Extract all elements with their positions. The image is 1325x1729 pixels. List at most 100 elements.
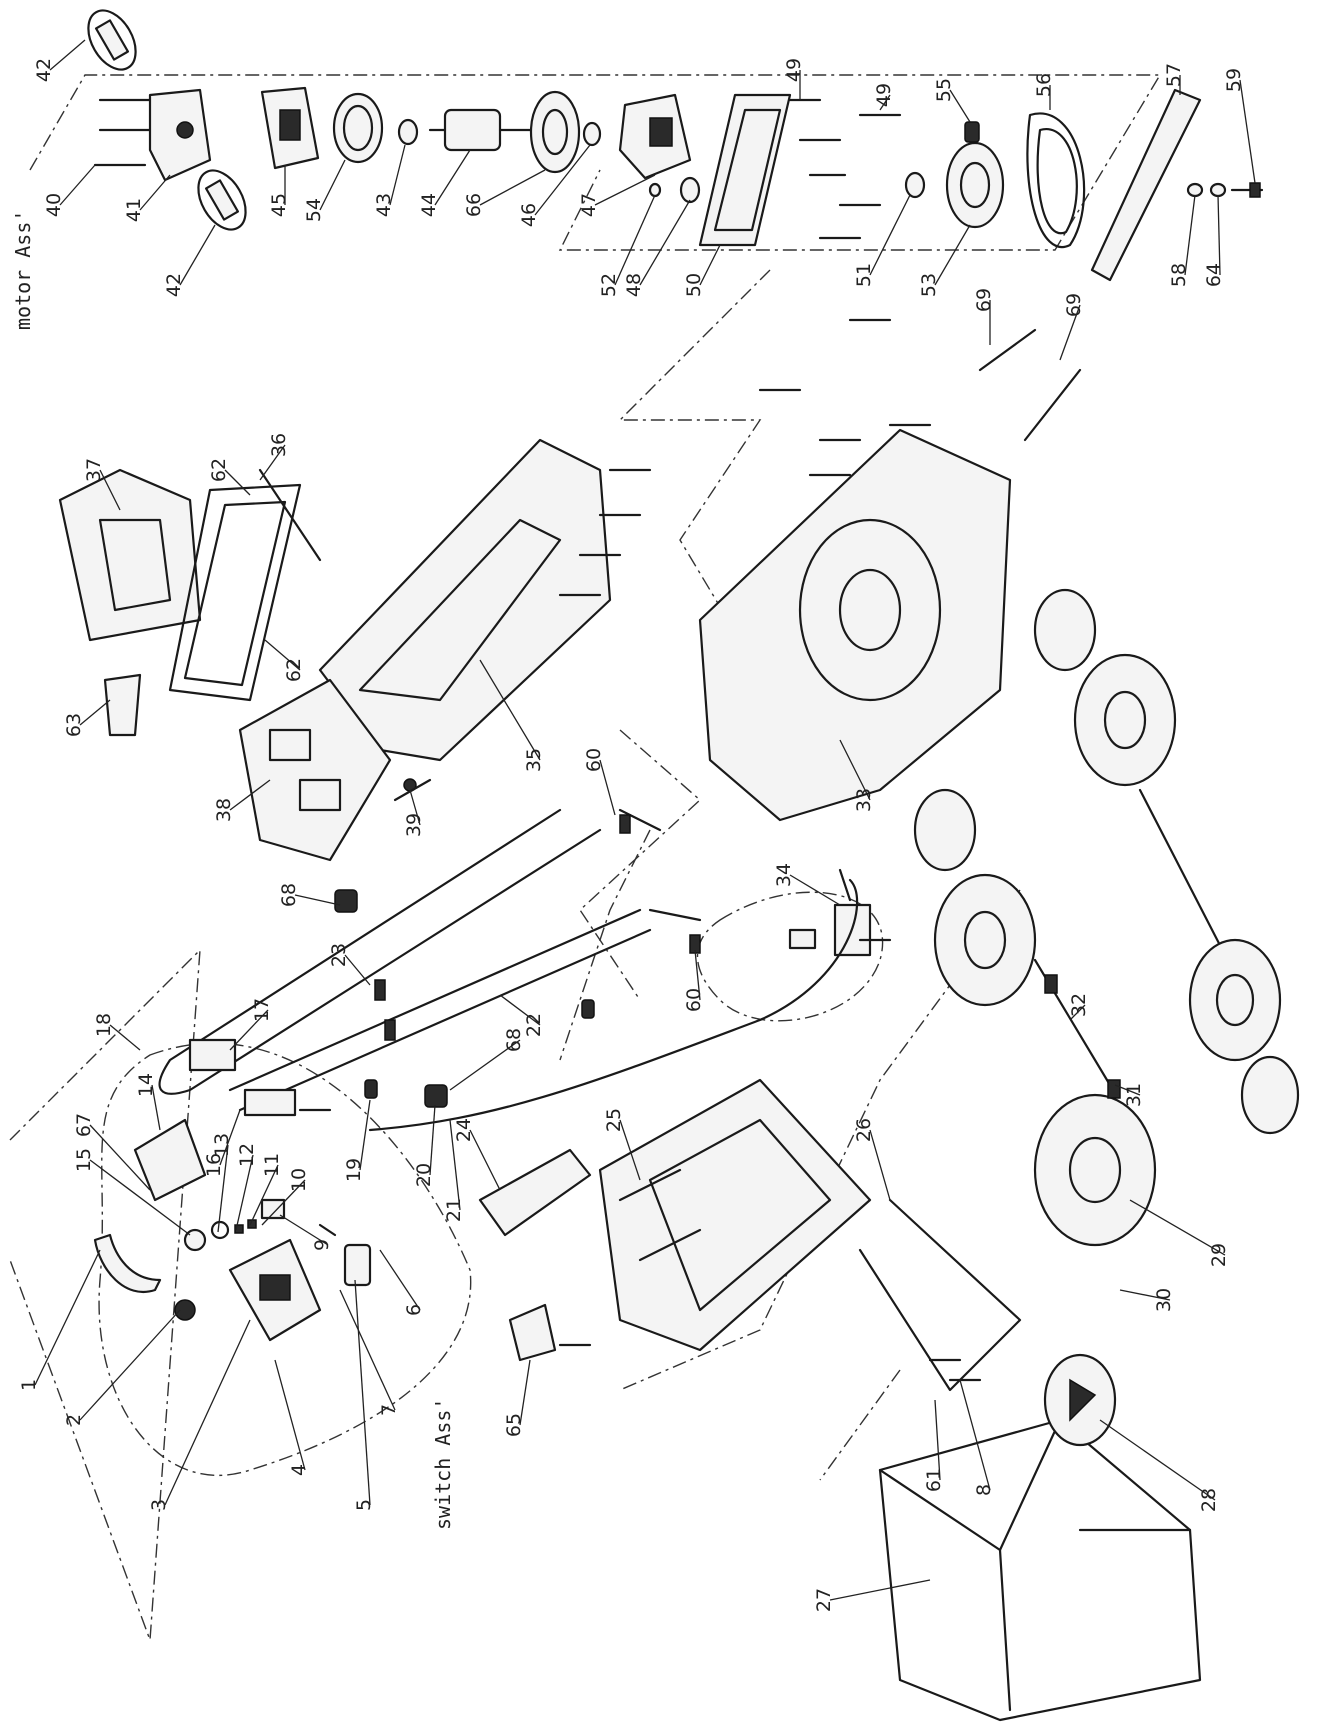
callout-label-3: 3 (148, 1499, 170, 1511)
callout-label-69: 69 (1063, 293, 1085, 317)
motor-assembly-outline (29, 74, 1162, 251)
callout-leader-62 (264, 639, 301, 671)
callout-label-58: 58 (1168, 263, 1190, 287)
callout-label-53: 53 (918, 273, 940, 297)
callout-leader-28 (1099, 1419, 1216, 1501)
callout-label-51: 51 (853, 263, 875, 287)
callout-leader-53 (934, 224, 971, 286)
part-69-rods (978, 328, 1082, 442)
callout-label-41: 41 (123, 198, 145, 222)
part-22-lower-handle (228, 908, 702, 1112)
motor-part-58-64-washers (1186, 182, 1227, 198)
motor-part-45-housing (260, 86, 320, 170)
part-hubcap-rear-right (1033, 588, 1097, 672)
callout-label-67: 67 (73, 1113, 95, 1137)
part-27-grass-bag (878, 1418, 1202, 1722)
part-36-62-handle-frame (168, 468, 322, 702)
motor-part-44-armature (428, 108, 532, 152)
part-65-clip (508, 1303, 557, 1362)
callout-label-61: 61 (923, 1468, 945, 1492)
part-37-handle-cover (58, 468, 202, 642)
callout-label-11: 11 (261, 1153, 283, 1177)
motor-part-40-screws (93, 98, 152, 167)
callout-leader-18 (109, 1024, 141, 1051)
callout-label-34: 34 (773, 863, 795, 887)
callout-leader-15 (89, 1159, 191, 1236)
callout-label-49: 49 (783, 58, 805, 82)
callout-label-48: 48 (623, 273, 645, 297)
part-35-rear-cover (318, 438, 612, 762)
callout-leader-49 (879, 94, 891, 111)
callout-leader-14 (151, 1084, 161, 1131)
callout-label-5: 5 (353, 1499, 375, 1511)
callout-label-63: 63 (63, 713, 85, 737)
callout-label-39: 39 (403, 813, 425, 837)
callout-label-54: 54 (303, 198, 325, 222)
callout-leader-47 (594, 174, 656, 206)
callout-leader-48 (639, 199, 691, 286)
callout-label-62: 62 (208, 458, 230, 482)
part-20-knobs (334, 889, 448, 1108)
motor-part-66-fan (529, 90, 581, 174)
motor-part-51-bearing (904, 171, 926, 199)
motor-part-43-bearing (397, 118, 419, 146)
switch-assembly-outline (9, 948, 472, 1641)
callout-leader-42 (49, 39, 86, 71)
callout-label-55: 55 (933, 78, 955, 102)
callout-leader-41 (139, 174, 171, 211)
callout-leader-8 (959, 1379, 991, 1491)
callout-label-62: 62 (283, 658, 305, 682)
callout-label-24: 24 (453, 1118, 475, 1142)
callout-label-6: 6 (403, 1304, 425, 1316)
switch-assembly-label: switch Ass' (431, 1398, 455, 1530)
callout-leader-63 (79, 699, 111, 726)
callout-leader-24 (469, 1129, 501, 1191)
part-wheel-front-left (933, 873, 1037, 1007)
callout-leader-43 (389, 144, 406, 206)
callout-label-13: 13 (211, 1133, 233, 1157)
callout-label-68: 68 (503, 1028, 525, 1052)
callout-label-40: 40 (43, 193, 65, 217)
callout-label-66: 66 (463, 193, 485, 217)
part-25-grass-box-top (598, 1078, 872, 1352)
part-61-8-screws (928, 1358, 982, 1382)
motor-part-59-bolt (1230, 182, 1264, 198)
part-33-deck (698, 428, 1012, 822)
callout-label-44: 44 (418, 193, 440, 217)
callout-leader-27 (829, 1579, 931, 1601)
callout-label-25: 25 (603, 1108, 625, 1132)
callout-label-45: 45 (268, 193, 290, 217)
motor-part-54-ring (332, 92, 384, 164)
callout-leader-16 (219, 1109, 241, 1166)
callout-label-60: 60 (583, 748, 605, 772)
part-6-cable (368, 878, 859, 1132)
motor-part-42-brush-top (87, 9, 137, 71)
part-8-harness-connector (788, 868, 852, 950)
callout-label-57: 57 (1163, 63, 1185, 87)
part-17-16-handle-clips (188, 1038, 297, 1117)
switch-part-3-switch-box (228, 1238, 322, 1342)
callout-label-26: 26 (853, 1118, 875, 1142)
callout-leader-6 (379, 1249, 421, 1311)
callout-label-49: 49 (873, 83, 895, 107)
callout-leader-38 (229, 779, 271, 811)
callout-label-38: 38 (213, 798, 235, 822)
callout-leader-1 (34, 1249, 101, 1386)
callout-leader-25 (619, 1119, 641, 1181)
part-63-clip (103, 673, 142, 737)
callout-leader-50 (699, 244, 721, 286)
part-18-upper-handle (158, 808, 662, 1095)
switch-part-1-handle-grip (93, 1233, 162, 1293)
part-31-bushings (1044, 974, 1121, 1099)
harness-outline (696, 891, 884, 1022)
callout-leader-65 (519, 1359, 531, 1426)
callout-leader-36 (259, 444, 286, 481)
callout-leader-5 (354, 1279, 371, 1506)
part-29-wheel (1033, 1093, 1157, 1247)
callout-label-64: 64 (1203, 263, 1225, 287)
callout-leader-60 (599, 759, 616, 816)
part-wheel-far-right (1188, 938, 1282, 1062)
callout-leader-55 (949, 89, 971, 123)
callout-leader-58 (1184, 194, 1196, 276)
